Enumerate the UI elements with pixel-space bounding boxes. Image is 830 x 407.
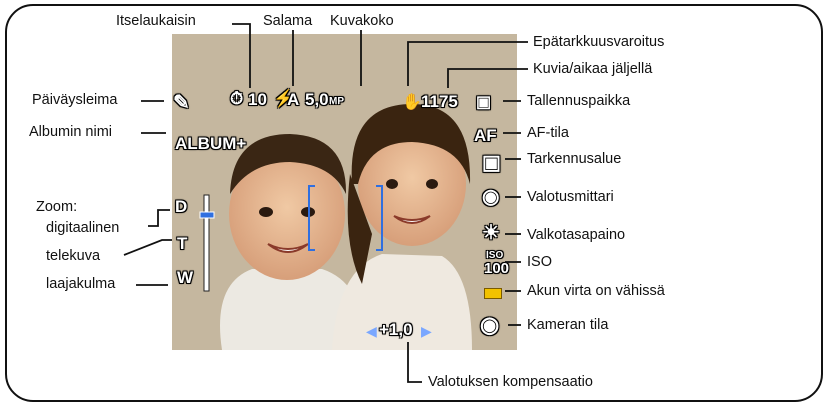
- picture-size-unit: MP: [329, 96, 344, 107]
- label-exposure-metering: Valotusmittari: [527, 189, 614, 205]
- zoom-digital-marker: D: [175, 197, 188, 216]
- label-exposure-compensation: Valotuksen kompensaatio: [428, 374, 593, 390]
- white-balance-icon: ☀: [482, 222, 500, 244]
- photo-background: [172, 34, 517, 350]
- zoom-wide-marker: W: [177, 268, 194, 287]
- camera-lcd-screen: ✎ ALBUM+ D T W ⏱ 10 ⚡ A 5,0 MP ✋ 1175 ▣ …: [172, 34, 517, 350]
- label-blur-warning: Epätarkkuusvaroitus: [533, 34, 665, 50]
- camera-mode-icon: ◉: [480, 312, 500, 337]
- zoom-telephoto-marker: T: [177, 234, 188, 253]
- date-stamp-icon: ✎: [173, 92, 190, 114]
- label-zoom-wide: laajakulma: [46, 276, 116, 292]
- flash-icon: ⚡: [273, 89, 295, 108]
- label-storage-location: Tallennuspaikka: [527, 93, 631, 109]
- focus-brackets: [308, 185, 383, 251]
- ev-left-arrow-icon: ◀: [366, 323, 377, 339]
- ev-right-arrow-icon: ▶: [421, 323, 432, 339]
- child-left: [220, 134, 363, 350]
- exposure-metering-icon: ◉: [482, 186, 500, 208]
- label-focus-zone: Tarkennusalue: [527, 151, 622, 167]
- label-camera-mode: Kameran tila: [527, 317, 609, 333]
- af-mode-text: AF: [474, 126, 497, 145]
- pictures-remaining-value: 1175: [421, 92, 458, 111]
- battery-low-icon: [484, 288, 502, 299]
- child-right: [332, 104, 472, 350]
- exposure-compensation-value: +1,0: [379, 320, 413, 339]
- label-battery-low: Akun virta on vähissä: [527, 283, 665, 299]
- picture-size-value: 5,0: [305, 90, 329, 109]
- diagram-frame: [5, 4, 823, 402]
- label-pictures-remaining: Kuvia/aikaa jäljellä: [533, 61, 653, 77]
- label-picture-size: Kuvakoko: [330, 13, 394, 29]
- self-timer-value: 10: [248, 90, 267, 109]
- label-self-timer: Itselaukaisin: [116, 13, 196, 29]
- label-date-stamp: Päiväysleima: [32, 92, 118, 108]
- zoom-bar: [199, 194, 215, 292]
- label-af-mode: AF-tila: [527, 125, 569, 141]
- iso-value: 100: [484, 260, 510, 277]
- label-iso: ISO: [527, 254, 552, 270]
- label-zoom-telephoto: telekuva: [46, 248, 101, 264]
- label-white-balance: Valkotasapaino: [527, 227, 626, 243]
- label-zoom-digital: digitaalinen: [46, 220, 120, 236]
- label-zoom: Zoom:: [36, 199, 78, 215]
- iso-label-small: ISO: [486, 250, 504, 261]
- blur-warning-icon: ✋: [402, 94, 422, 111]
- label-flash: Salama: [263, 13, 313, 29]
- focus-zone-icon: ▣: [482, 152, 501, 174]
- label-album-name: Albumin nimi: [29, 124, 112, 140]
- self-timer-icon: ⏱: [230, 89, 244, 108]
- storage-location-icon: ▣: [476, 94, 492, 111]
- flash-mode-value: A: [287, 90, 300, 109]
- album-name-text: ALBUM+: [175, 134, 247, 153]
